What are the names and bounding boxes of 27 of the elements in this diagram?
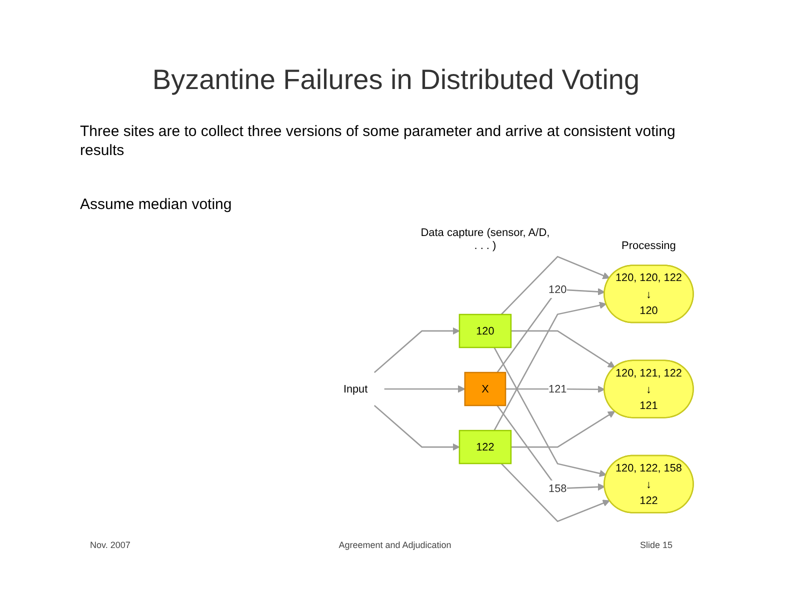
node-box: 120 bbox=[458, 314, 512, 348]
node-box: X bbox=[464, 372, 506, 406]
arrow bbox=[494, 302, 607, 431]
slide-title: Byzantine Failures in Distributed Voting bbox=[151, 64, 641, 96]
arrow bbox=[374, 404, 460, 451]
arrow bbox=[384, 385, 466, 393]
arrow bbox=[496, 405, 606, 491]
column-heading: Data capture (sensor, A/D, . . . ) bbox=[420, 226, 550, 253]
node-text: Input bbox=[343, 382, 368, 396]
arrow bbox=[510, 330, 616, 368]
arrow bbox=[500, 256, 610, 315]
edge-label: 121 bbox=[548, 382, 567, 396]
node-box: 122 bbox=[458, 430, 512, 464]
column-heading: Processing bbox=[620, 240, 677, 253]
note-text: Assume median voting bbox=[80, 196, 232, 213]
arrow bbox=[494, 347, 607, 477]
arrow bbox=[506, 386, 605, 394]
arrow bbox=[496, 288, 606, 373]
edge-label: 120 bbox=[548, 282, 567, 296]
intro-text: Three sites are to collect three versions of some parameter and arrive at consistent voting results bbox=[80, 122, 676, 160]
footer-text: Agreement and Adjudication bbox=[338, 540, 452, 550]
arrow bbox=[374, 327, 460, 374]
slide-number: Slide 15 bbox=[640, 540, 673, 550]
arrow bbox=[510, 410, 616, 448]
footer-date: Nov. 2007 bbox=[90, 540, 130, 550]
arrow bbox=[500, 463, 610, 522]
edge-label: 158 bbox=[548, 482, 567, 495]
